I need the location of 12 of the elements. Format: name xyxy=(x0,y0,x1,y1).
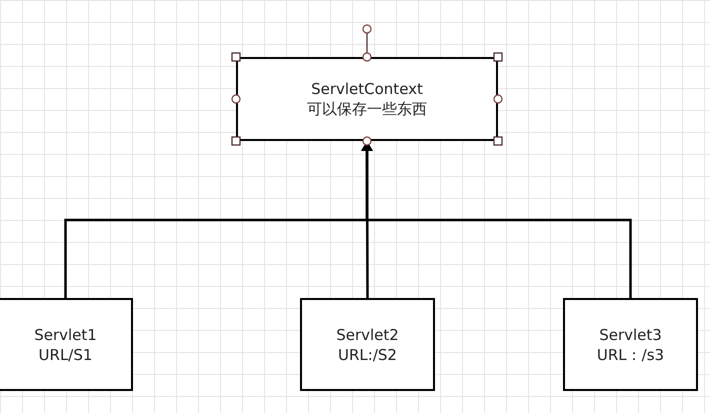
node-title: Servlet3 xyxy=(599,324,662,344)
servlet-box xyxy=(300,298,435,391)
context-box xyxy=(236,57,498,141)
servlet-box xyxy=(563,298,698,391)
node-subtitle: URL/S1 xyxy=(38,344,92,364)
node-subtitle: URL:/S2 xyxy=(338,344,397,364)
node-title: Servlet2 xyxy=(336,324,399,344)
node-subtitle: 可以保存一些东西 xyxy=(307,99,427,119)
node-title: ServletContext xyxy=(311,79,423,99)
node-title: Servlet1 xyxy=(34,324,97,344)
node-subtitle: URL：/s3 xyxy=(596,344,664,364)
servlet-box xyxy=(0,298,133,391)
